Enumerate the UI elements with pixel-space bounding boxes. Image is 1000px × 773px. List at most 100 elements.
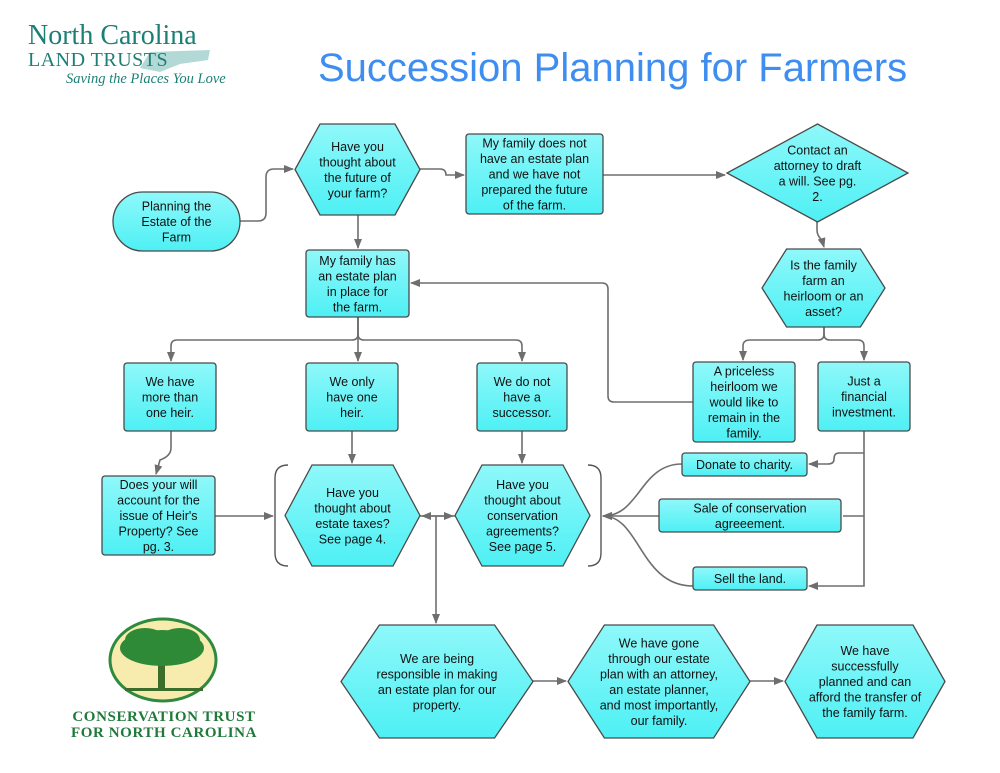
node-label: account for the (117, 494, 200, 508)
node-label: We only (330, 375, 376, 389)
node-label: Have you (331, 140, 384, 154)
node-sell-land: Sell the land. (692, 566, 808, 591)
connector-arrow (410, 279, 693, 403)
node-label: Estate of the (141, 215, 211, 229)
connector-arrow (823, 327, 868, 361)
logo-line2: LAND TRUSTS (28, 49, 169, 71)
node-label: heir. (340, 406, 364, 420)
node-label: financial (841, 390, 887, 404)
node-shape (454, 464, 591, 567)
node-label: investment. (832, 406, 896, 420)
node-shape (784, 624, 946, 739)
node-label: heirloom or an (784, 289, 864, 303)
node-label: farm an (802, 274, 844, 288)
node-label: through our estate (608, 652, 710, 666)
nc-map-icon (140, 50, 210, 72)
node-label: pg. 3. (143, 540, 174, 554)
node-label: remain in the (708, 411, 780, 425)
connector-arrow (739, 327, 825, 361)
node-label: Donate to charity. (696, 458, 793, 472)
node-shape (761, 248, 886, 328)
logo-bottom-line2: FOR NORTH CAROLINA (70, 725, 258, 741)
node-label: successor. (492, 406, 551, 420)
node-shape (101, 475, 216, 556)
node-label: and most importantly, (600, 698, 719, 712)
left-bracket (274, 464, 289, 567)
node-label: Have you (326, 486, 379, 500)
connector-arrow (357, 317, 526, 362)
node-label: have an estate plan (480, 152, 589, 166)
connector-arrow (602, 463, 683, 520)
conservation-trust-logo-text: CONSERVATION TRUST FOR NORTH CAROLINA (34, 709, 294, 741)
node-label: Sale of conservation (693, 501, 806, 515)
node-label: planned and can (819, 675, 911, 689)
node-label: conservation (487, 509, 558, 523)
conservation-trust-seal (108, 617, 218, 703)
node-label: attorney to draft (774, 159, 862, 173)
node-label: Property? See (119, 525, 199, 539)
node-shape (284, 464, 421, 567)
node-label: family. (726, 427, 761, 441)
node-label: We do not (494, 375, 551, 389)
connector-arrow (167, 317, 359, 362)
node-label: successfully (831, 660, 899, 674)
connector-arrow (808, 452, 864, 468)
node-label: an estate plan for our (378, 683, 496, 697)
node-label: 2. (812, 190, 822, 204)
node-label: of the farm. (503, 199, 566, 213)
node-label: Is the family (790, 258, 857, 272)
node-shape (658, 498, 842, 533)
node-shape (476, 362, 568, 432)
node-label: We have gone (619, 636, 699, 650)
node-label: prepared the future (481, 183, 587, 197)
node-shape (305, 362, 399, 432)
node-label: would like to (709, 396, 779, 410)
node-shape (817, 361, 911, 432)
node-label: See page 4. (319, 532, 386, 546)
node-label: your farm? (328, 186, 388, 200)
node-shape (692, 361, 796, 443)
node-label: Just a (847, 375, 880, 389)
node-label: property. (413, 698, 461, 712)
node-label: issue of Heir's (119, 509, 197, 523)
logo-tagline: Saving the Places You Love (66, 71, 226, 87)
node-label: See page 5. (489, 540, 556, 554)
right-bracket (587, 464, 602, 567)
node-label: agreeement. (715, 517, 785, 531)
node-label: a will. See pg. (779, 174, 857, 188)
node-label: We have (145, 375, 194, 389)
node-label: Planning the (142, 200, 212, 214)
page-title: Succession Planning for Farmers (318, 46, 908, 90)
connector-arrow (240, 165, 294, 222)
nc-land-trusts-logo: North Carolina LAND TRUSTS Saving the Pl… (28, 22, 226, 88)
node-shape (681, 452, 808, 477)
node-shape (465, 133, 604, 215)
node-label: estate taxes? (315, 517, 389, 531)
node-shape (305, 249, 410, 318)
node-sale-conservation: Sale of conservation agreeement. (658, 498, 842, 533)
node-label: Farm (162, 231, 191, 245)
node-label: We have (840, 644, 889, 658)
node-label: thought about (319, 155, 396, 169)
node-shape (294, 123, 421, 216)
node-label: the family farm. (822, 706, 907, 720)
node-label: responsible in making (377, 667, 498, 681)
logo-line1: North Carolina (28, 20, 197, 51)
node-label: My family has (319, 254, 395, 268)
node-donate: Donate to charity. (681, 452, 808, 477)
node-label: Does your will (120, 478, 198, 492)
node-label: agreements? (486, 525, 559, 539)
tree-icon (158, 660, 165, 690)
